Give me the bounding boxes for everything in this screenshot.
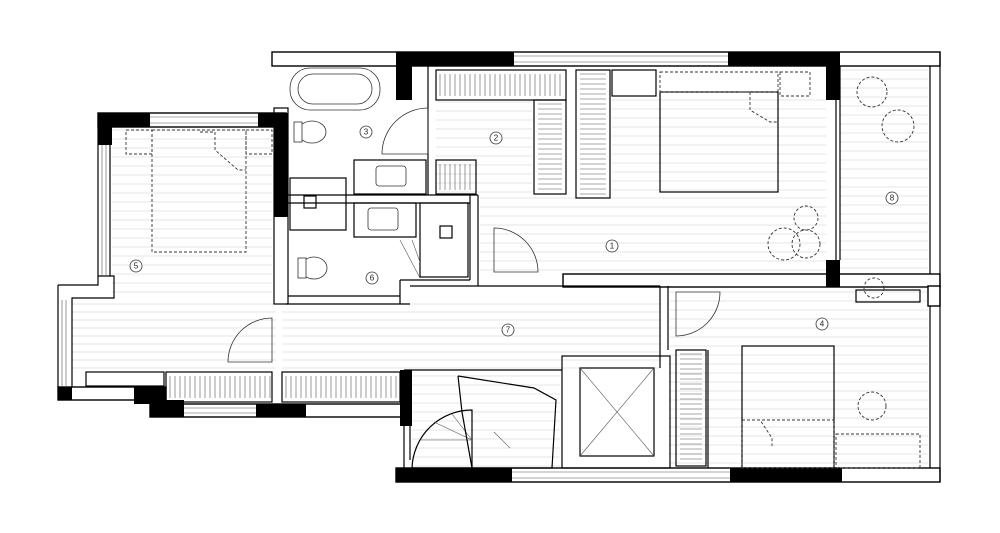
shower-bath-3 [289,177,347,231]
svg-text:5: 5 [134,262,139,271]
wall-outlines [57,51,941,483]
chair-room-4 [857,391,887,421]
furniture [125,69,921,469]
stair-flight [457,375,557,469]
door-room-5 [227,317,273,363]
wardrobe-room-2 [435,69,567,101]
room-labels: 1 2 3 4 5 6 7 8 [129,125,899,337]
svg-text:8: 8 [890,194,895,203]
desk-room-4 [835,433,921,469]
room-label-6: 6 [365,271,379,285]
bathroom-fixtures [289,67,469,280]
wardrobe-bath [435,159,477,195]
room-label-2: 2 [489,131,503,145]
svg-text:1: 1 [610,242,615,251]
shower-bath-6 [419,202,469,278]
doors [227,107,721,363]
svg-text:4: 4 [820,320,825,329]
wardrobe-room-4 [675,349,707,467]
drain-bath-3 [303,195,317,209]
balcony-chair [856,76,888,108]
wardrobe-room-1 [575,69,611,199]
svg-text:2: 2 [494,134,499,143]
wardrobe-hall-left [165,371,273,403]
wardrobes [85,69,921,467]
low-cabinet-hall [85,371,165,387]
low-cabinet-room-4 [855,289,921,303]
svg-text:6: 6 [370,274,375,283]
corridor-end-wall [927,285,941,307]
structural-walls [58,52,842,482]
svg-text:3: 3 [364,128,369,137]
room-label-8: 8 [885,191,899,205]
room-label-1: 1 [605,239,619,253]
wardrobe-room-2-side [533,99,567,195]
door-bath-3 [381,107,429,155]
sink-bath-3 [375,165,407,187]
corridor-divider-wall [562,273,941,288]
room-label-3: 3 [359,125,373,139]
door-room-4 [675,291,721,337]
bed-room-1 [659,91,779,193]
windows [61,55,730,479]
sink-bath-6 [367,207,399,231]
wardrobe-hall-right [281,371,401,403]
bed-room-5 [151,129,247,253]
vanity-bath-6 [353,202,417,238]
desk-room-1 [611,69,657,97]
drain-bath-6 [439,225,453,239]
room-label-4: 4 [815,317,829,331]
lift-shaft [579,367,655,457]
vanity-bath-3 [353,159,427,195]
door-room-1 [493,227,539,273]
left-protrusion [58,275,115,387]
lift-shaft-outer [561,355,671,469]
room-label-7: 7 [501,323,515,337]
svg-text:7: 7 [506,326,511,335]
bed-room-4 [741,345,835,469]
staircase [411,375,557,469]
room-label-5: 5 [129,259,143,273]
